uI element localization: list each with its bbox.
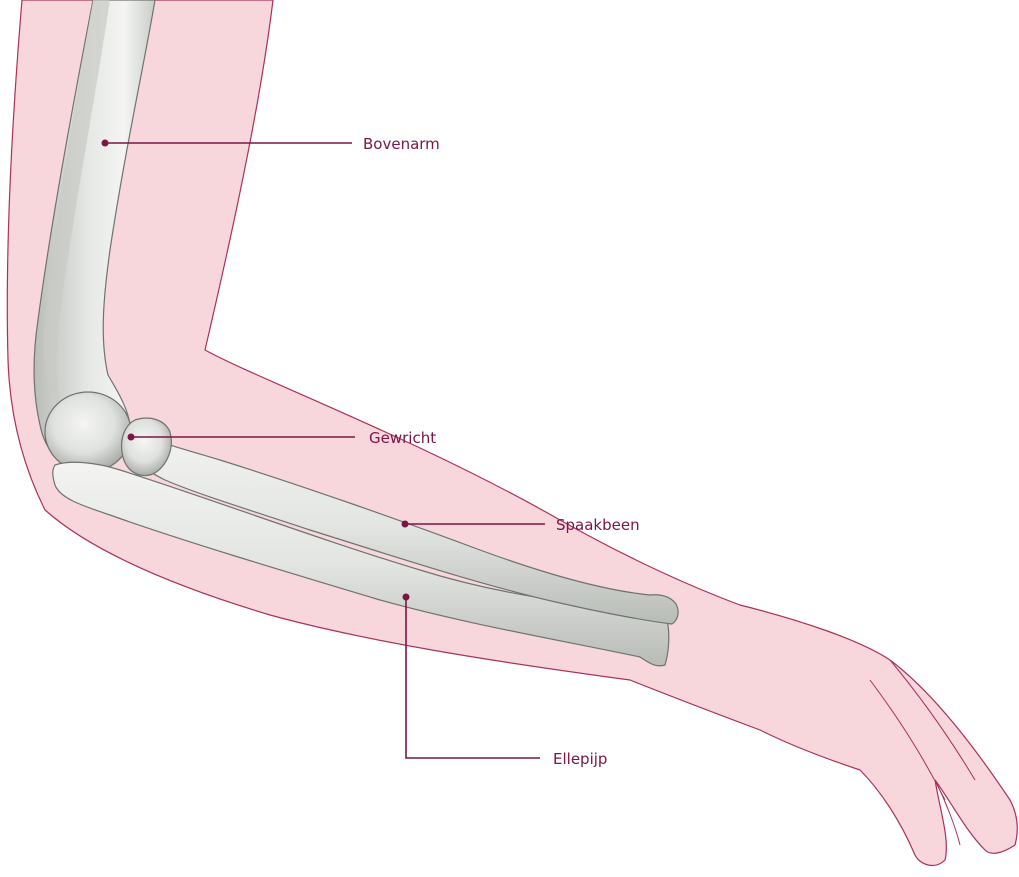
label-humerus: Bovenarm <box>363 135 440 153</box>
marker-dot-humerus <box>102 140 109 147</box>
label-ulna: Ellepijp <box>553 750 607 768</box>
label-radius: Spaakbeen <box>556 516 640 534</box>
marker-dot-ulna <box>403 594 410 601</box>
humerus-condyle <box>45 392 131 472</box>
marker-dot-radius <box>402 521 409 528</box>
marker-dot-joint <box>128 434 135 441</box>
label-joint: Gewricht <box>369 429 436 447</box>
